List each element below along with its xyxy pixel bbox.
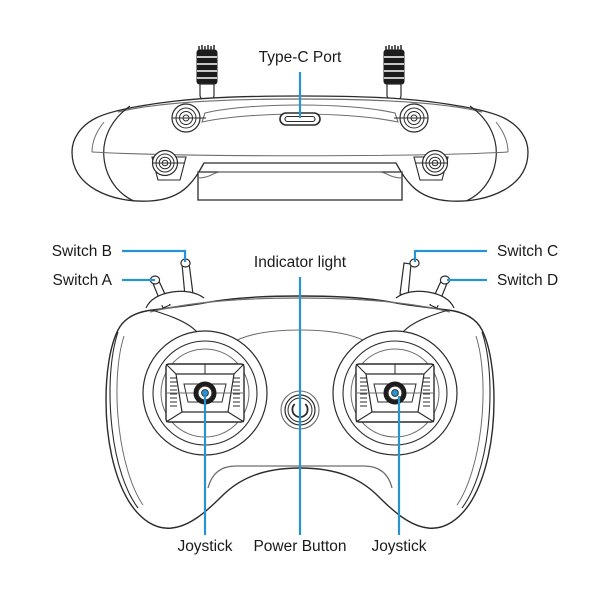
label-switch-c: Switch C [497, 243, 558, 260]
label-indicator-light: Indicator light [254, 254, 347, 271]
stick-cap[interactable] [391, 389, 399, 397]
front-right-grip-line [461, 331, 491, 509]
top-mid-seam [91, 151, 509, 157]
label-joystick-right: Joystick [371, 538, 426, 555]
label-type-c-port: Type-C Port [259, 49, 342, 66]
battery-compartment-lip [197, 171, 403, 179]
label-switch-b: Switch B [52, 243, 112, 260]
switch-c-lever[interactable] [399, 258, 420, 297]
front-left-grip-line-2 [116, 335, 144, 506]
trim-knob[interactable] [416, 149, 449, 177]
label-joystick-left: Joystick [177, 538, 232, 555]
label-switch-d: Switch D [497, 272, 558, 289]
top-left-grip-seam-2 [91, 121, 105, 153]
callout-leaders [122, 72, 487, 535]
label-power-button: Power Button [253, 538, 346, 555]
top-right-grip-seam [465, 105, 497, 202]
top-view [71, 45, 529, 202]
top-left-grip-seam [103, 105, 135, 202]
label-switch-a: Switch A [53, 272, 113, 289]
stick-cap[interactable] [201, 389, 209, 397]
right-switch-shoulder [395, 290, 455, 309]
front-left-grip-line [109, 331, 139, 509]
joystick-right[interactable] [332, 330, 458, 456]
joystick-left[interactable] [142, 330, 268, 456]
top-right-grip-seam-2 [495, 121, 509, 153]
callout-labels: Type-C Port Switch B Switch A Indicator … [52, 49, 558, 555]
left-switch-shoulder [145, 290, 205, 309]
leader-switch-c [413, 249, 487, 262]
leader-switch-b [122, 249, 187, 262]
battery-compartment [197, 171, 403, 201]
trim-knob[interactable] [151, 149, 184, 177]
trim-knob[interactable] [171, 103, 206, 133]
trim-knob[interactable] [394, 103, 429, 133]
front-right-grip-line-2 [456, 335, 484, 506]
type-c-port[interactable] [279, 112, 321, 126]
